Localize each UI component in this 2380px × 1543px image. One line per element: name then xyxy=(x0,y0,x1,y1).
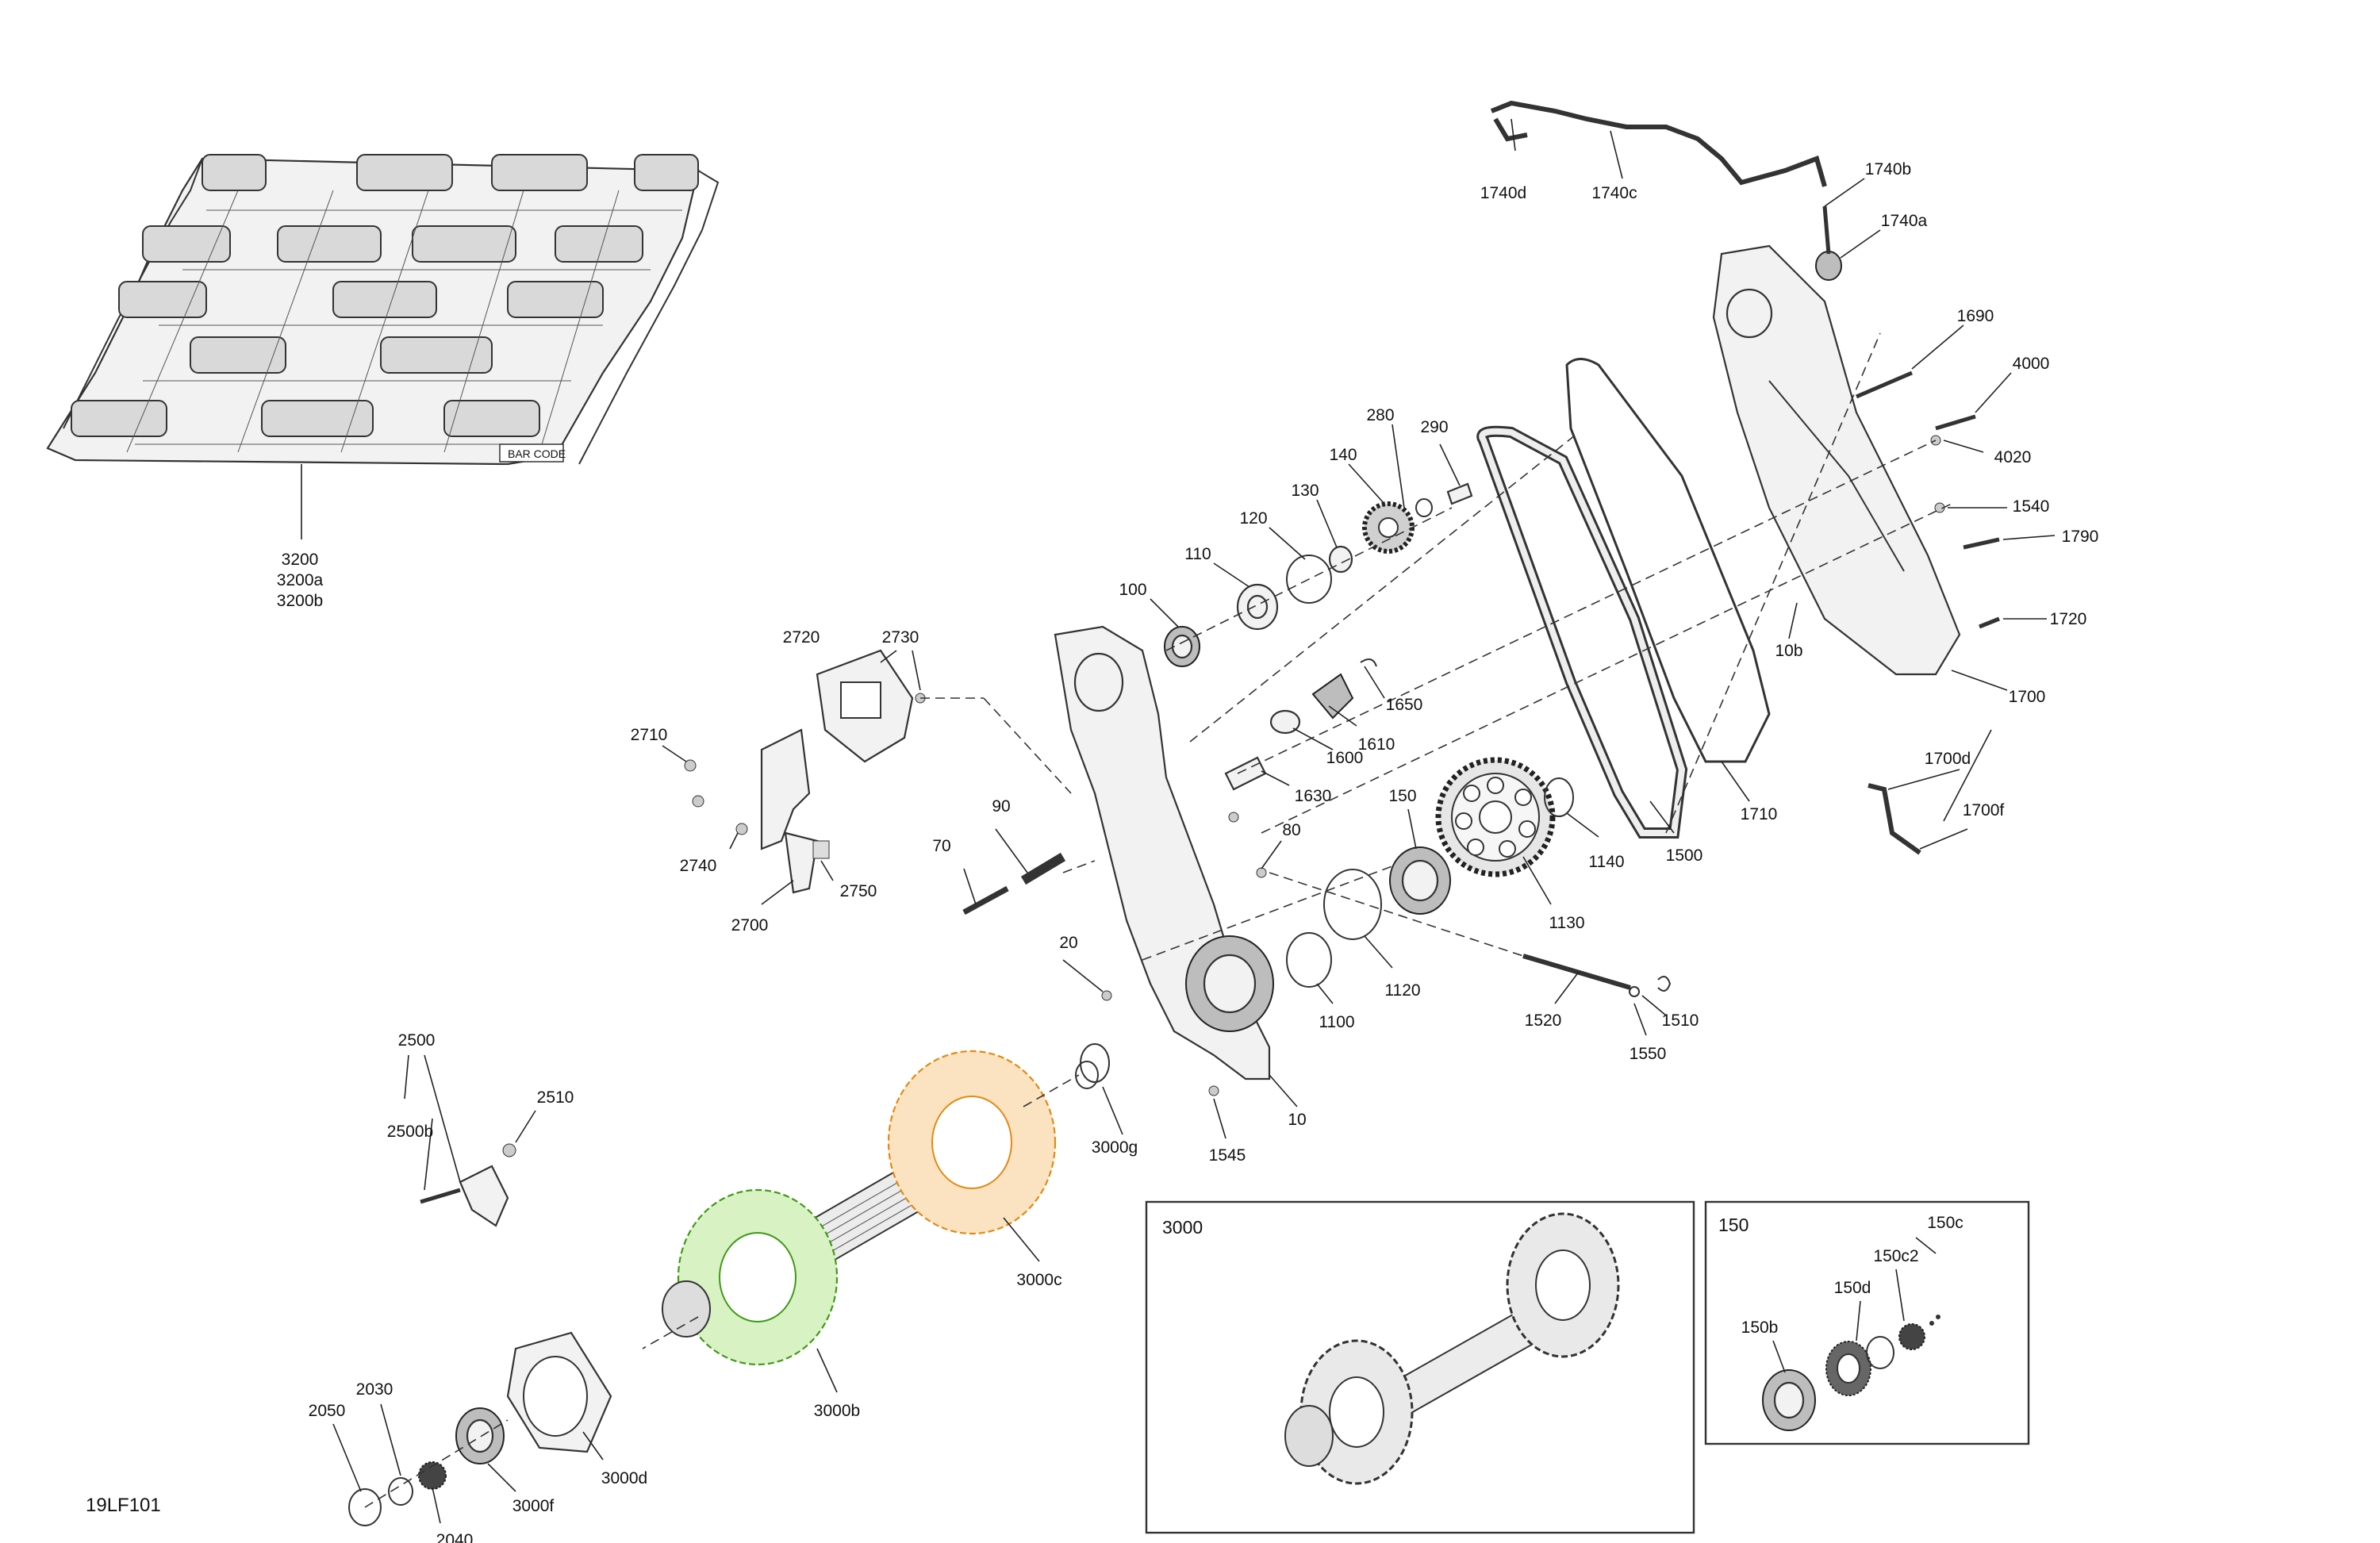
callout-label: 2510 xyxy=(537,1088,574,1107)
callout-label: 2730 xyxy=(882,628,919,647)
bracket-2500 xyxy=(420,1143,516,1227)
callout-label: 3000d xyxy=(601,1469,647,1487)
callout-label: 3000g xyxy=(1092,1138,1138,1157)
callout-label: 2500 xyxy=(398,1031,436,1050)
drive-axle xyxy=(662,1043,1110,1366)
callout-label: 1100 xyxy=(1319,1013,1354,1031)
callout-label: 1720 xyxy=(2050,610,2087,628)
callout-label: 1740c xyxy=(1591,184,1637,202)
callout-label: 100 xyxy=(1119,581,1146,599)
callout-labels: 3200 3200a 3200b 1740d 1740c 1740b 1740a… xyxy=(277,160,2099,1543)
callout-label: 1690 xyxy=(1957,307,1994,325)
assembly-axis-lines xyxy=(364,332,1952,1508)
leader-lines xyxy=(332,118,2056,1524)
sensor-bracket-assembly xyxy=(684,649,926,894)
callout-label: 1540 xyxy=(2013,497,2050,516)
sprocket xyxy=(1435,757,1556,877)
callout-label: 4020 xyxy=(1994,448,2032,466)
callout-label: 3200a xyxy=(277,571,324,589)
callout-label: 2700 xyxy=(731,916,769,935)
callout-label: 3000c xyxy=(1016,1271,1061,1289)
callout-label: 10 xyxy=(1288,1111,1306,1129)
callout-label: 150c2 xyxy=(1873,1247,1918,1265)
callout-label: 1740a xyxy=(1881,212,1928,230)
drive-gear xyxy=(1362,501,1415,554)
callout-label: 4000 xyxy=(2013,355,2050,373)
tensioner-parts xyxy=(1224,658,1377,791)
callout-label: 2740 xyxy=(680,857,717,875)
callout-label: 150b xyxy=(1741,1318,1779,1337)
callout-label: 140 xyxy=(1329,446,1357,464)
callout-label: 280 xyxy=(1366,406,1394,424)
callout-label: 90 xyxy=(992,797,1010,816)
upper-shaft-parts xyxy=(1164,482,1473,667)
svg-text:BAR CODE: BAR CODE xyxy=(508,447,566,460)
callout-label: 3200 xyxy=(282,551,319,569)
callout-label: 3200b xyxy=(277,592,323,610)
callout-label: 1740d xyxy=(1480,184,1526,202)
axle-end-parts xyxy=(348,1331,612,1526)
callout-label: 290 xyxy=(1420,418,1448,436)
chaincase-cover xyxy=(1712,244,1961,676)
inset-150: 150 xyxy=(1704,1200,2030,1445)
callout-label: 2750 xyxy=(840,882,877,900)
inset-3000: 3000 xyxy=(1145,1200,1695,1534)
lower-shaft-parts xyxy=(1075,777,1574,1089)
callout-label: 150d xyxy=(1834,1279,1871,1297)
callout-label: 1545 xyxy=(1209,1146,1246,1165)
callout-label: 130 xyxy=(1291,482,1319,500)
callout-label: 3000b xyxy=(814,1402,860,1420)
track-illustration: BAR CODE xyxy=(46,154,720,539)
callout-label: 1520 xyxy=(1525,1011,1562,1030)
callout-label: 150c xyxy=(1927,1214,1964,1232)
callout-label: 1650 xyxy=(1386,696,1423,714)
callout-label: 1500 xyxy=(1666,846,1703,865)
callout-label: 2500b xyxy=(387,1123,433,1141)
callout-label: 10b xyxy=(1775,642,1802,660)
callout-label: 2030 xyxy=(356,1380,393,1399)
chaincase-housing xyxy=(1054,625,1274,1080)
callout-label: 1140 xyxy=(1588,853,1624,871)
callout-label: 1700f xyxy=(1963,801,2005,819)
callout-label: 1510 xyxy=(1662,1011,1699,1030)
callout-label: 1790 xyxy=(2062,528,2099,546)
callout-label: 1700 xyxy=(2009,688,2046,706)
drain-hose xyxy=(1868,783,1921,855)
callout-label: 2040 xyxy=(436,1531,474,1543)
vent-hose xyxy=(1490,100,1842,281)
callout-label: 2050 xyxy=(309,1402,346,1420)
document-id: 19LF101 xyxy=(86,1495,161,1516)
tensioner-rod xyxy=(1522,954,1672,997)
callout-label: 150 xyxy=(1388,787,1416,805)
chain-guide xyxy=(1565,358,1771,763)
callout-label: 20 xyxy=(1059,934,1077,952)
callout-label: 1130 xyxy=(1549,914,1584,932)
chain xyxy=(1476,425,1688,839)
callout-label: 2720 xyxy=(783,628,820,647)
callout-label: 120 xyxy=(1239,509,1267,528)
callout-label: 80 xyxy=(1282,821,1300,839)
callout-label: 1740b xyxy=(1865,160,1911,178)
callout-label: 1120 xyxy=(1384,981,1420,1000)
callout-label: 3000f xyxy=(512,1497,555,1515)
callout-label: 1630 xyxy=(1295,787,1332,805)
callout-label: 2710 xyxy=(631,726,668,744)
fasteners xyxy=(962,370,2000,1096)
callout-label: 70 xyxy=(932,837,950,855)
callout-label: 1610 xyxy=(1358,735,1395,754)
callout-label: 1550 xyxy=(1630,1045,1667,1063)
inset-3000-title: 3000 xyxy=(1162,1217,1203,1238)
callout-label: 1700d xyxy=(1925,750,1971,768)
callout-label: 1600 xyxy=(1326,749,1364,767)
callout-label: 1710 xyxy=(1741,805,1778,823)
callout-label: 110 xyxy=(1184,545,1211,563)
inset-150-title: 150 xyxy=(1718,1215,1749,1235)
